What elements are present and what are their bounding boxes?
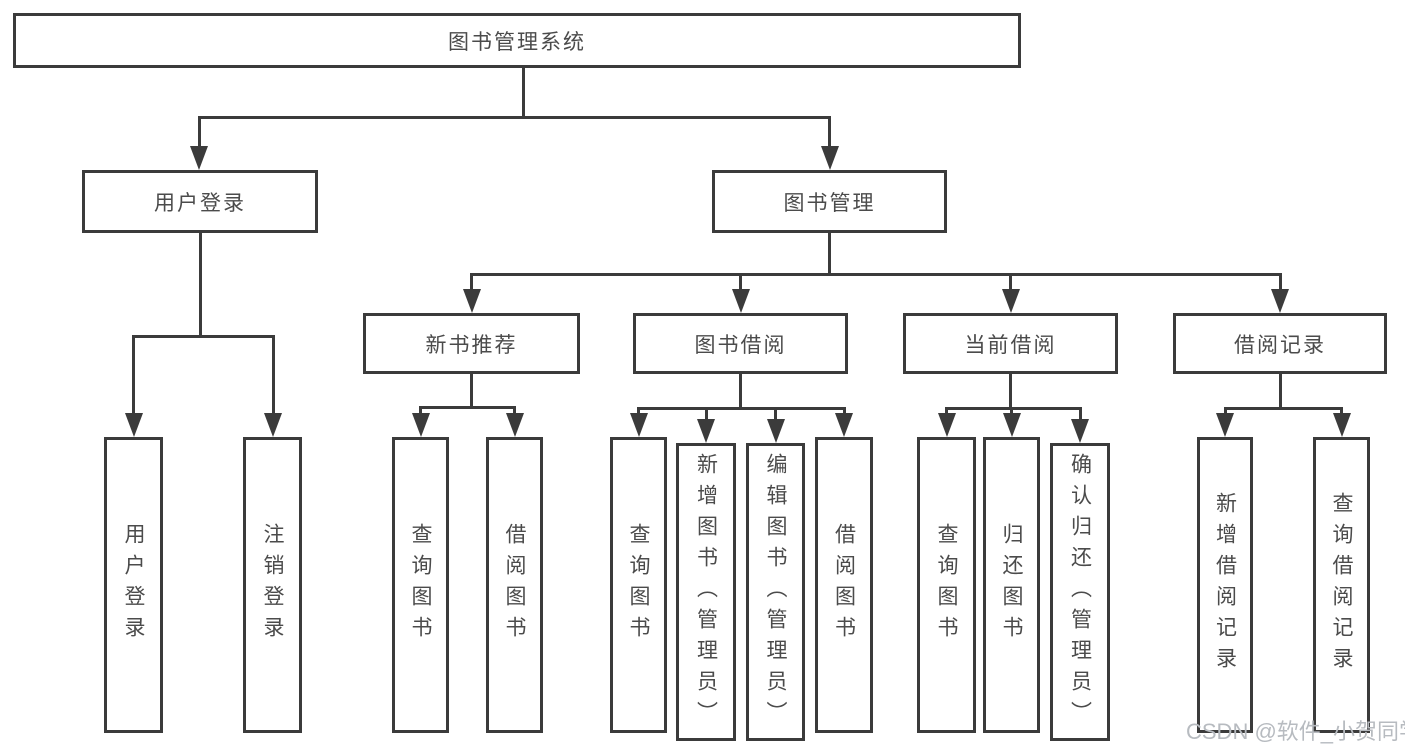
- connector-line: [521, 67, 525, 116]
- arrow-down-icon: [937, 413, 956, 437]
- arrow-down-icon: [411, 413, 430, 437]
- node-leaf-user-login: 用户登录: [104, 437, 163, 733]
- node-leaf-query-borrow-record: 查询借阅记录: [1313, 437, 1370, 733]
- node-root: 图书管理系统: [13, 13, 1021, 68]
- connector-line: [739, 273, 742, 295]
- connector-line: [1340, 407, 1343, 418]
- connector-line: [1223, 407, 1342, 410]
- connector-line: [1223, 407, 1227, 418]
- node-leaf-edit-book-admin: 编辑图书（管理员）: [746, 443, 805, 741]
- node-leaf-return-book: 归还图书: [983, 437, 1040, 733]
- arrow-down-icon: [124, 413, 143, 437]
- node-leaf-borrow-books-borrow: 借阅图书: [815, 437, 873, 733]
- node-leaf-query-books-recommend: 查询图书: [392, 437, 449, 733]
- connector-line: [470, 273, 473, 295]
- node-leaf-borrow-books-recommend: 借阅图书: [486, 437, 543, 733]
- node-leaf-add-borrow-record: 新增借阅记录: [1197, 437, 1253, 733]
- connector-line: [198, 233, 202, 335]
- arrow-down-icon: [1271, 289, 1289, 313]
- connector-line: [842, 407, 846, 418]
- arrow-down-icon: [1001, 289, 1020, 313]
- connector-line: [1278, 374, 1282, 407]
- node-borrowing-records: 借阅记录: [1173, 313, 1387, 374]
- node-current-borrowing: 当前借阅: [903, 313, 1118, 374]
- node-leaf-confirm-return-admin: 确认归还（管理员）: [1050, 443, 1110, 741]
- node-leaf-add-book-admin: 新增图书（管理员）: [676, 443, 736, 741]
- connector-line: [739, 374, 742, 407]
- connector-line: [1278, 273, 1282, 295]
- connector-line: [945, 407, 1082, 410]
- connector-line: [1078, 407, 1082, 424]
- connector-line: [828, 116, 831, 150]
- connector-line: [1009, 374, 1012, 407]
- node-book-borrowing: 图书借阅: [633, 313, 848, 374]
- arrow-down-icon: [462, 289, 481, 313]
- connector-line: [419, 406, 422, 418]
- arrow-down-icon: [190, 146, 208, 170]
- arrow-down-icon: [697, 419, 715, 443]
- connector-line: [945, 407, 948, 418]
- arrow-down-icon: [766, 419, 785, 443]
- connector-line: [637, 407, 846, 410]
- connector-line: [513, 406, 516, 418]
- connector-line: [197, 116, 831, 119]
- connector-line: [1010, 407, 1013, 418]
- arrow-down-icon: [820, 146, 839, 170]
- arrow-down-icon: [629, 413, 648, 437]
- arrow-down-icon: [1071, 419, 1089, 443]
- connector-line: [637, 407, 640, 418]
- arrow-down-icon: [505, 413, 524, 437]
- connector-line: [132, 335, 275, 338]
- watermark: CSDN @软件_小贺同学: [1186, 719, 1405, 744]
- node-book-management: 图书管理: [712, 170, 947, 233]
- connector-line: [704, 407, 708, 424]
- connector-line: [132, 335, 135, 420]
- arrow-down-icon: [264, 413, 282, 437]
- connector-line: [1009, 273, 1012, 295]
- connector-line: [828, 233, 831, 273]
- connector-line: [470, 374, 473, 406]
- connector-line: [197, 116, 201, 150]
- node-leaf-logout: 注销登录: [243, 437, 302, 733]
- arrow-down-icon: [1002, 413, 1021, 437]
- node-user-login: 用户登录: [82, 170, 318, 233]
- arrow-down-icon: [835, 413, 853, 437]
- arrow-down-icon: [1332, 413, 1351, 437]
- node-new-book-recommendation: 新书推荐: [363, 313, 580, 374]
- connector-line: [419, 406, 516, 409]
- arrow-down-icon: [731, 289, 750, 313]
- connector-line: [271, 335, 275, 420]
- connector-line: [470, 273, 1282, 276]
- node-leaf-query-books-borrow: 查询图书: [610, 437, 667, 733]
- node-leaf-query-books-current: 查询图书: [917, 437, 976, 733]
- connector-line: [774, 407, 777, 424]
- arrow-down-icon: [1216, 413, 1234, 437]
